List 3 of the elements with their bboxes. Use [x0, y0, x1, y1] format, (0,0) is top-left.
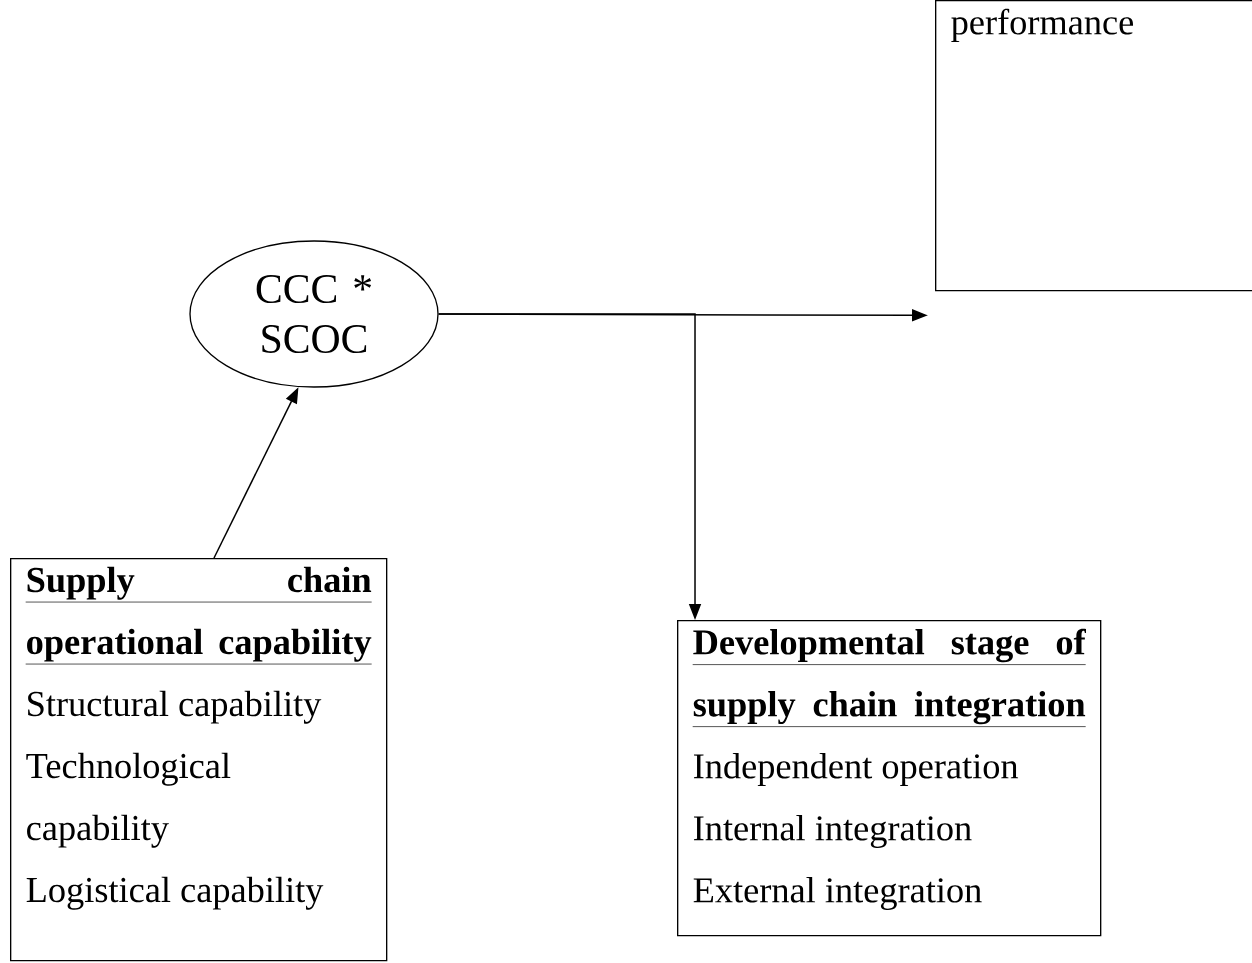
text-box: Supply chain operational capability Structural capability Technological capability Logistical capability: [10, 558, 388, 962]
text-box: Developmental stage of supply chain integration Independent operation Internal integration External integration: [677, 620, 1102, 937]
text-box: performance: [935, 0, 1252, 292]
